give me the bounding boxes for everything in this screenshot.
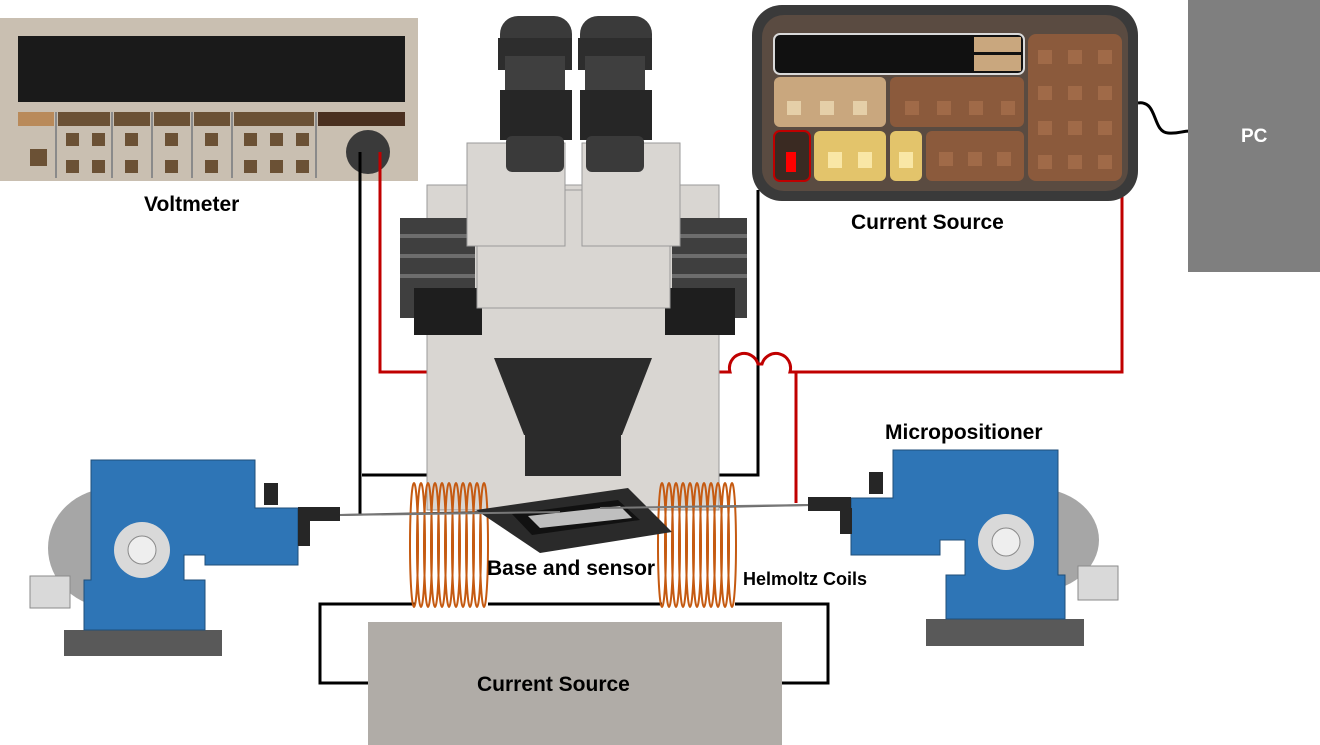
micropositioner-right <box>808 449 1119 646</box>
micropositioner-left <box>29 459 340 656</box>
voltmeter-display <box>18 36 405 102</box>
base-and-sensor-label: Base and sensor <box>487 557 656 580</box>
microscope <box>400 16 747 511</box>
base-and-sensor <box>339 488 811 553</box>
voltmeter <box>0 18 418 181</box>
helmoltz-coils-label: Helmoltz Coils <box>743 569 868 589</box>
pc-box <box>1188 0 1320 272</box>
current-source-bottom <box>368 622 782 745</box>
current-source-top <box>752 5 1138 201</box>
current-source-bottom-label: Current Source <box>477 673 630 696</box>
micropositioner-label: Micropositioner <box>885 421 1043 444</box>
pc-label: PC <box>1241 126 1268 147</box>
helmholtz-coil-right <box>657 482 737 608</box>
voltmeter-label: Voltmeter <box>144 193 240 216</box>
current-source-top-label: Current Source <box>851 211 1004 234</box>
voltmeter-terminal <box>346 130 390 174</box>
helmholtz-coil-left <box>409 482 489 608</box>
